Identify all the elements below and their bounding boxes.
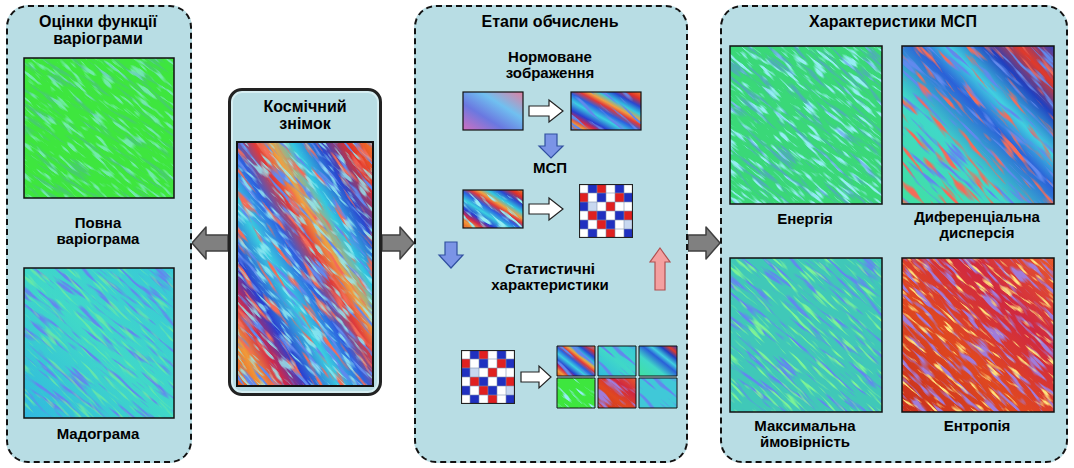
- variogram-image: [0, 0, 413, 449]
- image-frame: [463, 190, 523, 228]
- cooccurrence-matrix: [579, 184, 633, 238]
- image-frame: [24, 268, 174, 418]
- panel-title: Етапи обчислень: [420, 13, 680, 30]
- panel: Етапи обчисленьНормоване зображенняМСП Ст…: [414, 5, 688, 463]
- image-frame: [730, 258, 882, 412]
- max-probability-image: [467, 1, 1074, 468]
- energy-image: [469, 0, 1074, 461]
- down-arrow: [439, 242, 463, 268]
- caption: Статистичні характеристики: [465, 261, 635, 293]
- panel: Характеристики МСП Енергія Диференціальна …: [720, 5, 1068, 463]
- caption: Максимальна ймовірність: [729, 418, 881, 450]
- down-arrow: [539, 134, 563, 158]
- entropy-image: [639, 1, 1074, 468]
- caption: Енергія: [729, 211, 881, 227]
- image-box: Космічний знімок: [228, 88, 382, 396]
- step-arrow: [529, 198, 563, 220]
- cooccurrence-matrix: [461, 350, 515, 404]
- madogram-image: [0, 25, 417, 468]
- caption: Нормоване зображення: [475, 49, 625, 81]
- dispersion-image: [641, 0, 1074, 461]
- step-arrow: [521, 366, 551, 388]
- raw-image: [463, 92, 523, 130]
- step-arrow: [529, 100, 563, 122]
- caption: Повна варіограма: [38, 215, 158, 247]
- panel-title: Оцінки функції варіограми: [13, 13, 183, 48]
- up-arrow: [650, 248, 670, 290]
- caption: МСП: [500, 160, 600, 176]
- satellite-image: [0, 0, 797, 468]
- image-frame: [730, 46, 882, 204]
- image-frame: [902, 46, 1054, 204]
- image-frame: [571, 92, 641, 130]
- caption: Ентропія: [901, 418, 1053, 434]
- block-arrow: [382, 227, 414, 259]
- block-arrow: [192, 227, 228, 259]
- panel-title: Космічний знімок: [245, 98, 365, 133]
- panel: Оцінки функції варіограмиПовна варіограм…: [6, 5, 192, 463]
- normalized-image: [316, 34, 669, 385]
- caption: Мадограма: [33, 426, 163, 442]
- caption: Диференціальна дисперсія: [896, 209, 1058, 241]
- image-frame: [463, 92, 523, 130]
- panel-title: Характеристики МСП: [729, 13, 1057, 30]
- feature-thumbnails: [467, 253, 768, 468]
- normalized-image: [425, 0, 786, 290]
- block-arrow: [688, 227, 720, 259]
- image-frame: [237, 142, 373, 386]
- image-frame: [24, 58, 174, 198]
- image-frame: [902, 258, 1054, 412]
